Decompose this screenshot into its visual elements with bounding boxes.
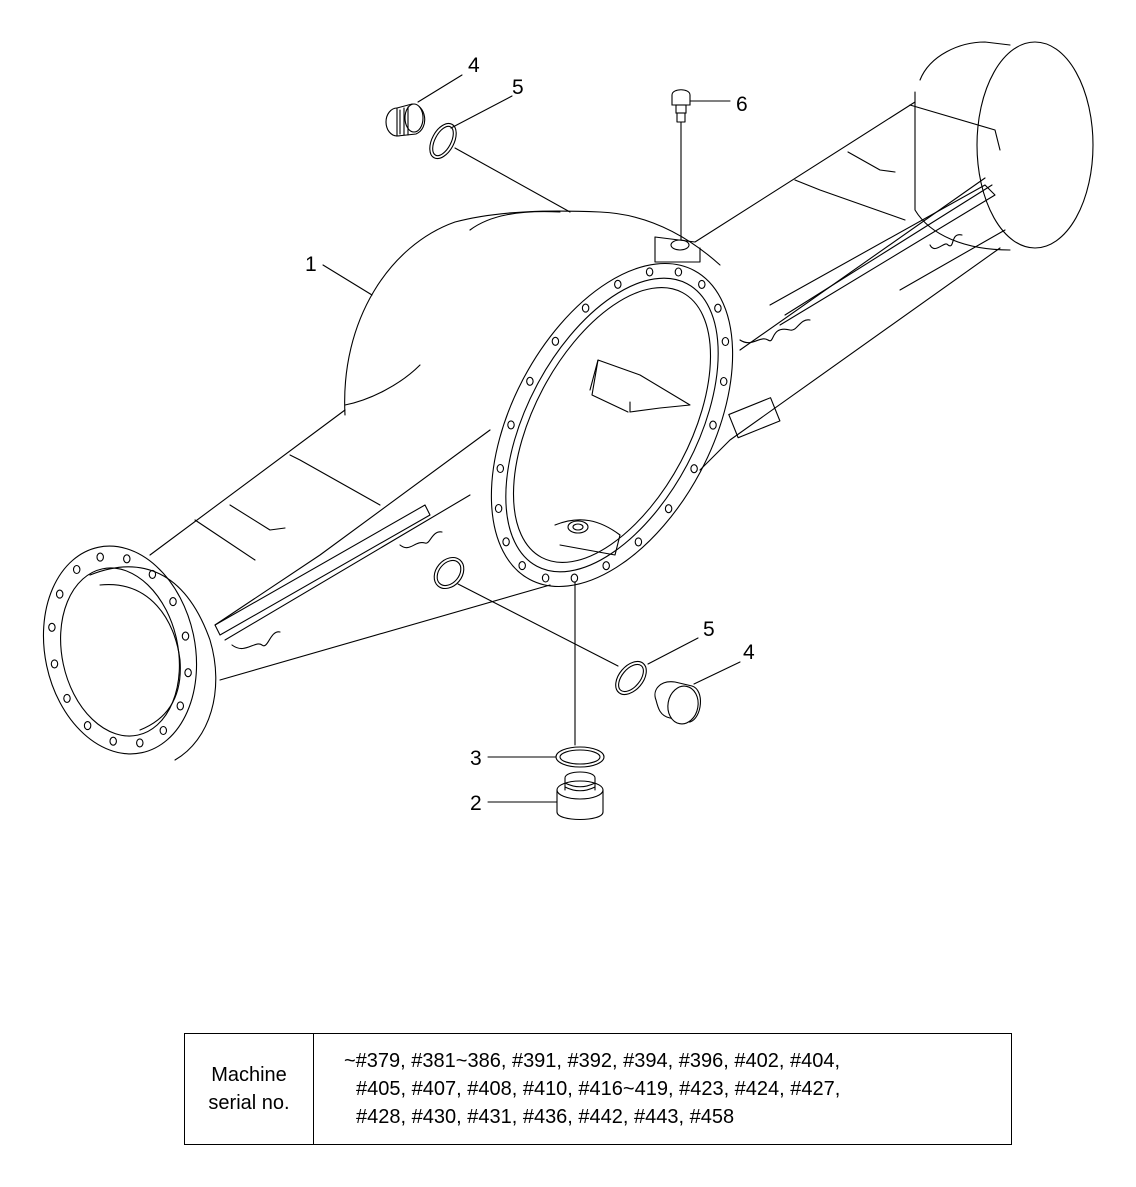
callout-4-side: 4 — [743, 641, 755, 664]
bolt-hole — [719, 376, 728, 387]
bolt-hole — [698, 279, 706, 289]
table-header-cell: Machine serial no. — [184, 1033, 314, 1145]
bolt-hole — [176, 701, 185, 711]
bolt-hole — [72, 564, 81, 575]
callout-4-top: 4 — [468, 54, 480, 77]
left-flange — [42, 545, 217, 761]
bolt-hole — [570, 573, 579, 583]
bolt-hole — [136, 738, 144, 748]
bolt-hole — [507, 420, 515, 430]
bolt-hole — [674, 267, 683, 277]
bolt-hole — [494, 503, 503, 514]
bolt-hole — [109, 736, 117, 746]
bolt-hole — [63, 693, 71, 703]
bolt-hole — [551, 336, 560, 346]
bolt-hole — [602, 561, 610, 571]
serial-number-table: Machine serial no. ~#379, #381~386, #391… — [184, 1033, 1012, 1145]
bolt-hole — [721, 336, 730, 347]
bottom-drain — [487, 581, 605, 820]
axle-housing-diagram: 1 2 3 4 4 5 5 6 — [42, 41, 1094, 820]
callout-3: 3 — [470, 747, 482, 770]
bolt-hole — [184, 668, 192, 678]
bolt-hole — [614, 279, 622, 289]
bolt-hole — [96, 552, 104, 562]
carrier-bolt-holes — [494, 267, 730, 583]
bolt-hole — [526, 376, 534, 386]
bolt-hole — [48, 622, 56, 632]
bolt-hole — [664, 504, 673, 514]
grease-nipple-part-6 — [671, 89, 731, 241]
callout-5-top: 5 — [512, 76, 524, 99]
bolt-hole — [181, 631, 190, 641]
leader-part-1 — [322, 264, 373, 296]
side-plug-part-4 — [654, 661, 741, 725]
side-oring-part-5 — [433, 556, 699, 696]
bolt-hole — [634, 537, 643, 547]
callout-6: 6 — [736, 93, 748, 116]
bolt-hole — [123, 554, 131, 564]
serial-line-2: #405, #407, #408, #410, #416~419, #423, … — [356, 1078, 841, 1100]
bolt-hole — [159, 725, 168, 736]
right-axle-tube — [654, 101, 1006, 471]
top-oring-part-5 — [429, 95, 571, 213]
bolt-hole — [496, 463, 505, 474]
bolt-hole — [709, 420, 717, 430]
top-plug-part-4 — [385, 74, 463, 137]
callout-2: 2 — [470, 792, 482, 815]
serial-line-3: #428, #430, #431, #436, #442, #443, #458 — [356, 1106, 735, 1128]
bolt-hole — [581, 303, 590, 313]
bolt-hole — [502, 537, 510, 547]
bolt-hole — [690, 464, 698, 474]
bolt-hole — [55, 589, 64, 599]
bolt-hole — [148, 569, 157, 579]
header-machine: Machine — [211, 1064, 287, 1086]
header-serial-no: serial no. — [208, 1092, 290, 1114]
bolt-hole — [541, 573, 550, 583]
carrier-housing — [344, 210, 734, 588]
bolt-hole — [518, 561, 526, 571]
left-axle-tube — [149, 409, 551, 681]
serial-numbers-cell: ~#379, #381~386, #391, #392, #394, #396,… — [313, 1033, 1012, 1145]
bolt-hole — [169, 597, 177, 607]
right-flange — [914, 41, 1094, 251]
bolt-hole — [83, 721, 92, 731]
bolt-hole — [645, 267, 654, 277]
bolt-hole — [714, 303, 722, 313]
bolt-hole — [50, 659, 59, 669]
serial-line-1: ~#379, #381~386, #391, #392, #394, #396,… — [344, 1050, 841, 1072]
callout-5-side: 5 — [703, 618, 715, 641]
callout-1: 1 — [305, 253, 317, 276]
